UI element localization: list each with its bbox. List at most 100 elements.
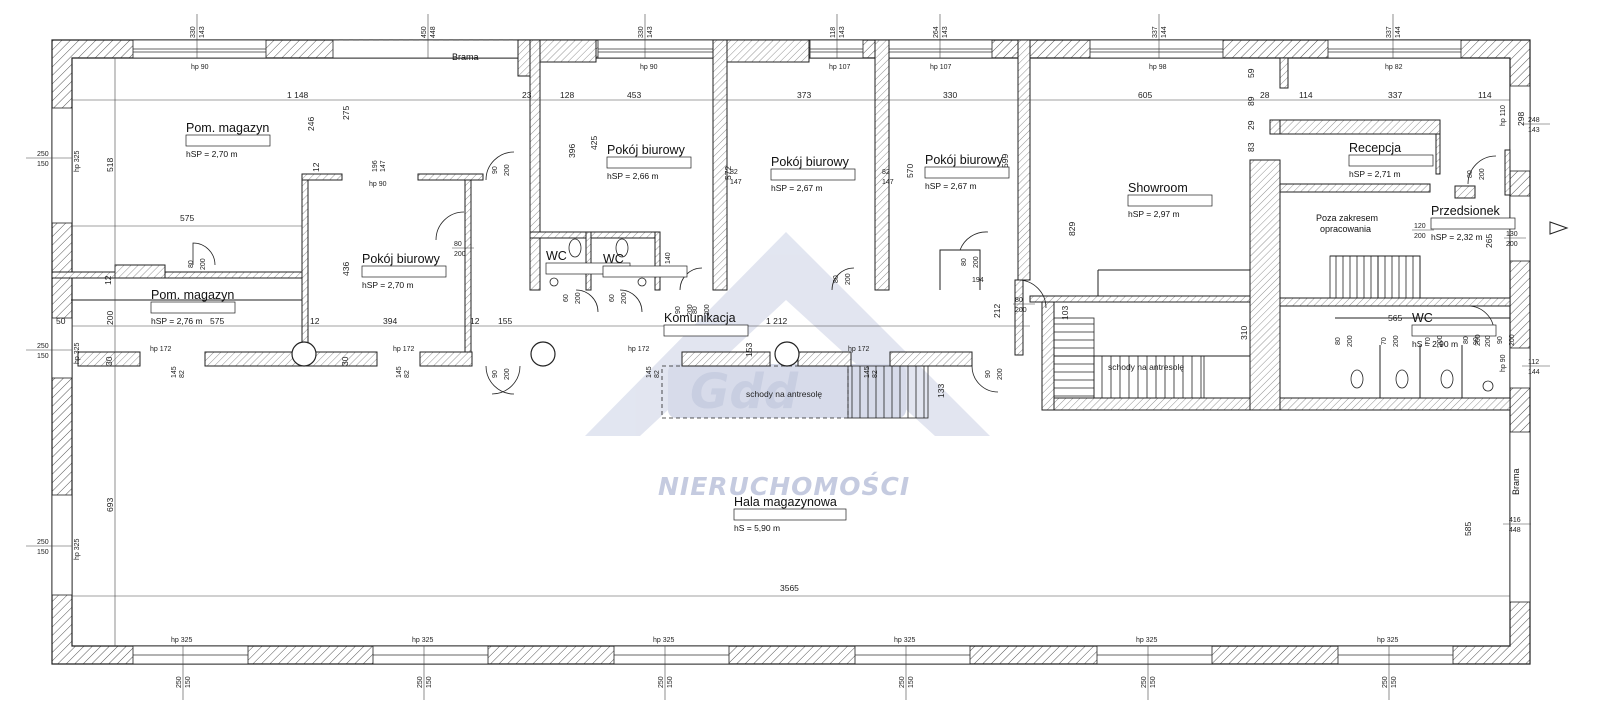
area-box [606, 156, 692, 169]
out-of-scope-label-1: Poza zakresem [1316, 213, 1378, 223]
svg-text:147: 147 [882, 179, 894, 186]
svg-text:145: 145 [646, 366, 653, 378]
svg-text:82: 82 [872, 370, 879, 378]
svg-text:80: 80 [1463, 336, 1470, 344]
svg-text:150: 150 [37, 161, 49, 168]
area-box [770, 168, 856, 181]
svg-text:144: 144 [1161, 26, 1168, 38]
svg-text:80: 80 [833, 275, 840, 283]
stairs-reception [1329, 255, 1421, 299]
svg-text:82: 82 [882, 169, 890, 176]
dimension-label: 50 [56, 316, 66, 326]
svg-text:140: 140 [665, 252, 672, 264]
svg-text:118: 118 [830, 27, 837, 38]
stairs-antresola-right [1053, 317, 1205, 399]
svg-text:200: 200 [973, 256, 980, 268]
area-box [733, 508, 847, 521]
sill-height: hp 90 [640, 64, 658, 71]
area-box [1411, 324, 1497, 337]
outer-walls [51, 39, 1531, 665]
svg-text:80: 80 [188, 260, 195, 268]
interior-walls [51, 39, 1511, 411]
dimension-label: 128 [560, 90, 574, 100]
room-name: WC [1412, 311, 1433, 325]
svg-text:200: 200 [1393, 335, 1400, 347]
svg-text:130: 130 [1506, 231, 1518, 238]
svg-text:hp 325: hp 325 [1136, 637, 1158, 644]
svg-text:82: 82 [730, 169, 738, 176]
svg-text:200: 200 [1506, 241, 1518, 248]
room-name: Pokój biurowy [925, 153, 1004, 167]
svg-text:90: 90 [675, 306, 682, 314]
svg-text:250: 250 [417, 676, 424, 688]
dimension-label: 518 [105, 158, 115, 172]
dimension-label: 373 [797, 90, 811, 100]
dimension-label: 337 [1388, 90, 1402, 100]
svg-text:90: 90 [985, 370, 992, 378]
svg-text:200: 200 [1509, 334, 1516, 346]
area-box [1430, 217, 1516, 230]
dimension-label: 275 [341, 106, 351, 120]
svg-text:416: 416 [1509, 517, 1521, 524]
dimension-label: 155 [498, 316, 512, 326]
svg-text:250: 250 [176, 676, 183, 688]
sill-height: hp 82 [1385, 64, 1403, 71]
stairs-label-right: schody na antresolę [1108, 362, 1184, 372]
svg-text:200: 200 [997, 368, 1004, 380]
room-name: Pokój biurowy [362, 252, 441, 266]
svg-text:150: 150 [37, 353, 49, 360]
svg-text:337: 337 [1152, 26, 1159, 38]
sill-height: hp 98 [1149, 64, 1167, 71]
svg-text:330: 330 [638, 26, 645, 38]
svg-text:70: 70 [1381, 337, 1388, 345]
top-window-lines [133, 39, 1461, 53]
svg-text:80: 80 [1335, 337, 1342, 345]
svg-text:150: 150 [667, 676, 674, 688]
dimension-label: 12 [311, 162, 321, 172]
stairs-antresola-left [661, 365, 929, 419]
svg-text:196: 196 [372, 160, 379, 172]
sill-height: hp 90 [191, 64, 209, 71]
room-name: Recepcja [1349, 141, 1401, 155]
dimension-label: 29 [1246, 120, 1256, 130]
sill-height: hp 107 [930, 64, 952, 71]
sill-height: hp 172 [628, 346, 650, 353]
dimension-label: 194 [972, 277, 984, 284]
svg-text:60: 60 [609, 294, 616, 302]
sill-height: hp 172 [848, 346, 870, 353]
svg-text:82: 82 [179, 370, 186, 378]
area-box [150, 301, 236, 314]
area-box [602, 265, 688, 278]
dimension-label: 1 212 [766, 316, 788, 326]
dimension-label: 396 [567, 144, 577, 158]
dimension-label: 330 [943, 90, 957, 100]
svg-text:143: 143 [839, 26, 846, 38]
svg-text:250: 250 [37, 343, 49, 350]
dimension-label: 83 [1246, 142, 1256, 152]
dimension-label: 30 [340, 356, 350, 366]
room-height: hSP = 2,76 m [151, 316, 203, 326]
svg-text:250: 250 [899, 676, 906, 688]
door-size: 90 200 [985, 368, 1004, 380]
